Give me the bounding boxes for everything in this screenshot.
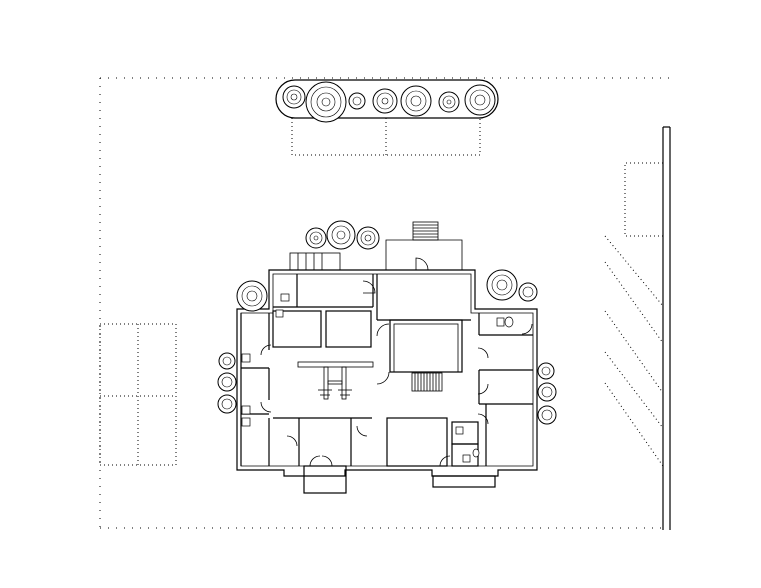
tree-icon: [438, 91, 460, 113]
stair-treads: [411, 372, 443, 392]
tree-icon: [537, 405, 557, 425]
tree-icon: [305, 81, 347, 123]
tree-icon: [217, 372, 237, 392]
planter-bed: [275, 79, 499, 119]
tree-icon: [348, 92, 366, 110]
property-wall: [662, 126, 671, 530]
tree-icon: [486, 269, 518, 301]
tree-icon: [305, 227, 327, 249]
central-stair: [297, 361, 374, 400]
dotted-structure-top: [291, 118, 481, 156]
tree-icon: [537, 362, 555, 380]
parking-bay-left: [99, 323, 177, 466]
side-steps: [289, 252, 341, 271]
front-steps: [385, 221, 463, 270]
tree-icon: [217, 394, 237, 414]
interior-walls: [240, 274, 533, 467]
tree-icon: [326, 220, 356, 250]
entrance-porch-right: [432, 475, 496, 488]
tree-icon: [282, 85, 306, 109]
tree-icon: [400, 85, 432, 117]
parking-diagonals-right: [604, 235, 664, 467]
tree-icon: [356, 226, 380, 250]
door-swing-icons: [260, 257, 533, 467]
trees: [217, 81, 557, 425]
tree-icon: [218, 352, 236, 370]
tree-icon: [464, 84, 496, 116]
tree-icon: [518, 282, 538, 302]
entrance-porch-left: [303, 465, 347, 494]
dotted-structure-right: [624, 162, 663, 237]
tree-icon: [537, 382, 557, 402]
toilet-icons: [241, 293, 514, 463]
site-boundary: [99, 77, 672, 530]
tree-icon: [236, 280, 268, 312]
tree-icon: [372, 88, 398, 114]
